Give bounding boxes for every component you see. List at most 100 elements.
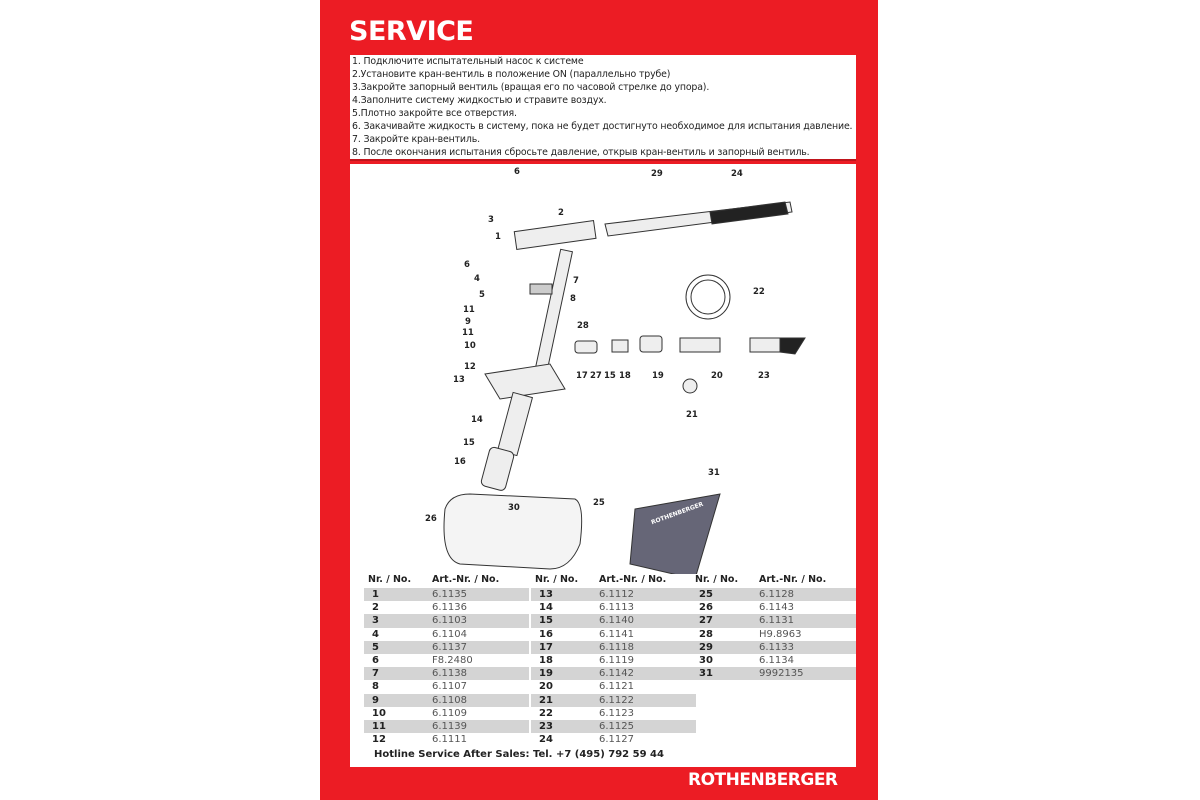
article-number: 6.1125 [599, 720, 634, 732]
article-number: 6.1135 [432, 589, 467, 600]
part-number: 17 [539, 641, 553, 653]
instruction-item: 1. Подключите испытательный насос к сист… [352, 56, 584, 67]
article-number: 6.1121 [599, 681, 634, 693]
part-number: 5 [372, 641, 379, 653]
callout-label: 15 [604, 371, 616, 381]
part-number: 26 [699, 602, 713, 614]
callout-label: 10 [464, 341, 476, 351]
hotline-text: Hotline Service After Sales: Tel. +7 (49… [374, 749, 664, 760]
callout-label: 3 [488, 215, 494, 225]
callout-label: 7 [573, 276, 579, 286]
callout-label: 6 [514, 167, 520, 177]
callout-label: 11 [463, 305, 475, 315]
article-number: 6.1127 [599, 734, 634, 746]
article-number: 6.1143 [759, 602, 794, 614]
article-number: 6.1119 [599, 654, 634, 666]
article-number: 6.1113 [599, 602, 634, 614]
article-number: 6.1104 [432, 628, 467, 640]
article-number: 6.1134 [759, 654, 794, 666]
callout-label: 11 [462, 328, 474, 338]
callout-label: 28 [577, 321, 589, 331]
callout-label: 8 [570, 294, 576, 304]
callout-label: 14 [471, 415, 483, 425]
table-row: 14 6.1113 [531, 601, 696, 614]
part-number: 18 [539, 654, 553, 666]
article-number: 6.1108 [432, 694, 467, 706]
callout-label: 18 [619, 371, 631, 381]
table-row: 3 6.1103 [364, 614, 529, 628]
header-nr: Nr. / No. [535, 574, 579, 585]
header-nr: Nr. / No. [368, 574, 412, 585]
article-number: 6.1118 [599, 641, 634, 653]
table-row: 9 6.1108 [364, 693, 529, 707]
part-number: 16 [539, 628, 553, 640]
part-number: 1 [372, 589, 379, 600]
instruction-item: 3.Закройте запорный вентиль (вращая его … [352, 82, 710, 93]
header-art: Art.-Nr. / No. [759, 574, 827, 585]
part-number: 9 [372, 694, 379, 706]
page-title: SERVICE [349, 16, 474, 47]
part-number: 14 [539, 602, 553, 614]
part-number: 13 [539, 589, 553, 600]
article-number: 6.1111 [432, 734, 467, 746]
instruction-item: 4.Заполните систему жидкостью и стравите… [352, 95, 607, 106]
callout-label: 17 [576, 371, 588, 381]
header-art: Art.-Nr. / No. [432, 574, 500, 585]
callout-label: 21 [686, 410, 698, 420]
table-row: 1 6.1135 [364, 588, 529, 602]
article-number: 9992135 [759, 668, 804, 680]
callout-label: 22 [753, 287, 765, 297]
part-number: 8 [372, 681, 379, 693]
part-number: 11 [372, 720, 386, 732]
article-number: 6.1141 [599, 628, 634, 640]
callout-label: 24 [731, 169, 743, 179]
part-number: 25 [699, 589, 713, 600]
callout-label: 5 [479, 290, 485, 300]
article-number: 6.1138 [432, 668, 467, 680]
article-number: 6.1133 [759, 641, 794, 653]
part-number: 3 [372, 615, 379, 627]
callout-label: 19 [652, 371, 664, 381]
pump-drawing [443, 201, 806, 574]
callout-label: 31 [708, 468, 720, 478]
table-row: 16 6.1141 [531, 628, 696, 641]
article-number: 6.1131 [759, 615, 794, 627]
article-number: H9.8963 [759, 628, 802, 640]
callout-label: 15 [463, 438, 475, 448]
callout-label: 20 [711, 371, 723, 381]
part-number: 6 [372, 654, 379, 666]
callout-label: 12 [464, 362, 476, 372]
part-number: 24 [539, 734, 553, 746]
table-row: 24 6.1127 [531, 733, 696, 746]
article-number: 6.1139 [432, 720, 467, 732]
table-row: 11 6.1139 [364, 719, 529, 734]
callout-label: 23 [758, 371, 770, 381]
rothenberger-logo: ROTHENBERGER [688, 770, 838, 790]
callout-label: 26 [425, 514, 437, 524]
instruction-item: 6. Закачивайте жидкость в систему, пока … [352, 121, 853, 132]
callout-label: 1 [495, 232, 501, 242]
article-number: 6.1123 [599, 707, 634, 719]
callout-label: 29 [651, 169, 663, 179]
header-art: Art.-Nr. / No. [599, 574, 667, 585]
article-number: 6.1136 [432, 602, 467, 614]
article-number: 6.1103 [432, 615, 467, 627]
callout-label: 2 [558, 208, 564, 218]
article-number: 6.1109 [432, 707, 467, 719]
